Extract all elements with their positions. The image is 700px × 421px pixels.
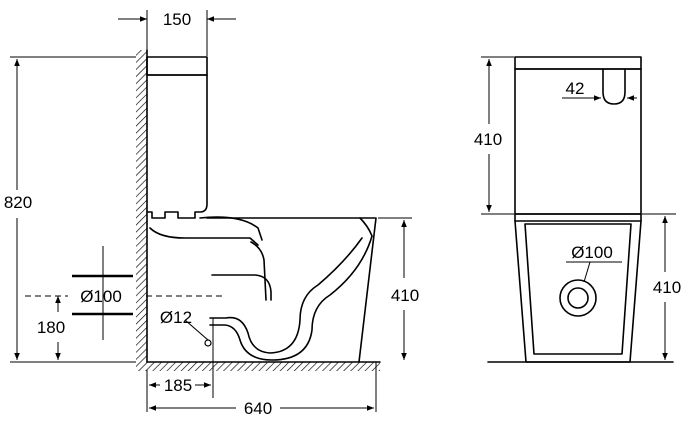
dim-bowl-height-front: 410 — [653, 278, 681, 297]
side-view: 150 820 Ø100 180 Ø12 410 185 640 — [4, 10, 419, 418]
dim-total-height: 820 — [4, 193, 32, 212]
floor-hatch — [136, 362, 380, 371]
dim-outlet-diameter-side: Ø100 — [80, 287, 122, 306]
front-view: 42 410 Ø100 410 — [474, 56, 681, 363]
side-tank-outline — [146, 56, 208, 219]
dim-outlet-diameter-front: Ø100 — [571, 243, 613, 262]
dim-tank-height: 410 — [474, 130, 502, 149]
water-inlet-point — [204, 339, 212, 347]
wall-hatch — [136, 50, 147, 362]
dim-water-inlet: Ø12 — [160, 308, 192, 327]
dim-tank-depth: 150 — [163, 10, 191, 29]
dim-outlet-height: 180 — [37, 318, 65, 337]
dim-button-offset: 42 — [566, 79, 585, 98]
dim-bowl-height-side: 410 — [391, 286, 419, 305]
dim-outlet-distance: 185 — [164, 376, 192, 395]
front-outlet-symbol — [559, 279, 597, 317]
side-bowl-outline — [149, 216, 377, 363]
dim-total-length: 640 — [244, 399, 272, 418]
